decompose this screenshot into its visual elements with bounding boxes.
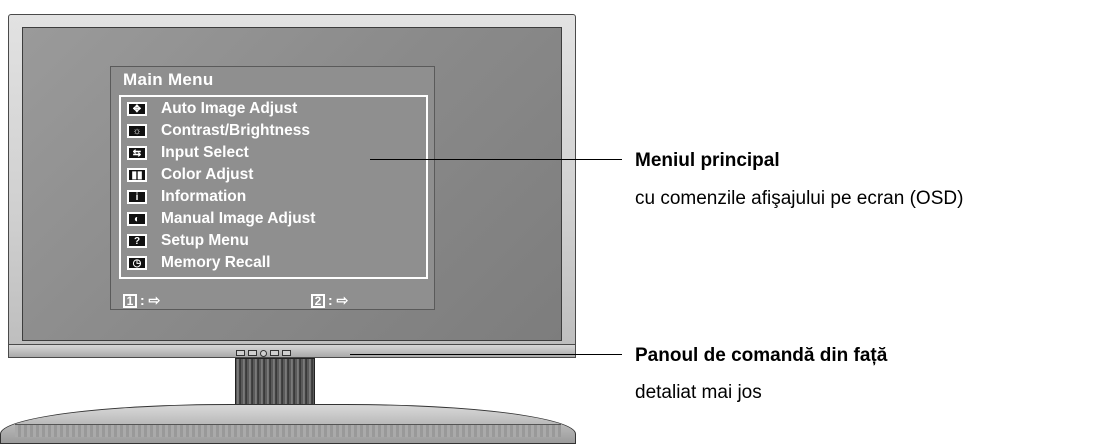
bezel-bottom (8, 344, 576, 358)
front-button-down[interactable] (270, 350, 279, 356)
input-select-icon: ⇆ (127, 146, 147, 160)
osd-item-label: Auto Image Adjust (161, 100, 298, 117)
enter-icon: : ⇨ (328, 292, 349, 308)
setup-menu-icon: ? (127, 234, 147, 248)
osd-footer-key-1: 1 : ⇨ (123, 292, 160, 309)
exit-icon: : ⇨ (140, 292, 161, 308)
osd-item[interactable]: ☼ Contrast/Brightness (127, 120, 310, 142)
osd-item[interactable]: ▮▮ Color Adjust (127, 164, 253, 186)
osd-item-label: Color Adjust (161, 166, 254, 183)
osd-item-label: Setup Menu (161, 232, 249, 249)
front-button-2[interactable] (248, 350, 257, 356)
osd-item[interactable]: ◷ Memory Recall (127, 252, 270, 274)
osd-item[interactable]: ? Setup Menu (127, 230, 249, 252)
osd-item[interactable]: ✥ Auto Image Adjust (127, 98, 297, 120)
leader-line-main-menu (370, 159, 622, 160)
information-icon: i (127, 190, 147, 204)
osd-title: Main Menu (123, 70, 214, 89)
contrast-brightness-icon: ☼ (127, 124, 147, 138)
callout-control-panel-text: detaliat mai jos (635, 382, 762, 403)
callout-main-menu-text: cu comenzile afişajului pe ecran (OSD) (635, 188, 964, 209)
osd-item[interactable]: i Information (127, 186, 246, 208)
memory-recall-icon: ◷ (127, 256, 147, 270)
osd-item-label: Manual Image Adjust (161, 210, 316, 227)
osd-item[interactable]: ◐ Manual Image Adjust (127, 208, 315, 230)
front-button-1[interactable] (236, 350, 245, 356)
stand-neck (235, 358, 315, 408)
leader-line-control-panel (350, 354, 622, 355)
button-1-icon: 1 (123, 293, 137, 308)
front-button-up[interactable] (282, 350, 291, 356)
auto-image-adjust-icon: ✥ (127, 102, 147, 116)
osd-footer-key-2: 2 : ⇨ (311, 292, 348, 309)
manual-image-adjust-icon: ◐ (127, 212, 147, 226)
stand-base-edge (15, 424, 561, 437)
power-button[interactable] (260, 350, 267, 357)
callout-control-panel-title: Panoul de comandă din față (635, 345, 888, 366)
osd-main-menu: Main Menu ✥ Auto Image Adjust ☼ Contrast… (110, 66, 435, 310)
osd-menu-list: ✥ Auto Image Adjust ☼ Contrast/Brightnes… (119, 95, 428, 279)
front-control-panel (236, 350, 291, 357)
callout-main-menu-title: Meniul principal (635, 150, 780, 171)
osd-item-label: Memory Recall (161, 254, 271, 271)
osd-item-label: Input Select (161, 144, 249, 161)
osd-item-label: Contrast/Brightness (161, 122, 310, 139)
osd-item[interactable]: ⇆ Input Select (127, 142, 249, 164)
color-adjust-icon: ▮▮ (127, 168, 147, 182)
button-2-icon: 2 (311, 293, 325, 308)
osd-item-label: Information (161, 188, 247, 205)
